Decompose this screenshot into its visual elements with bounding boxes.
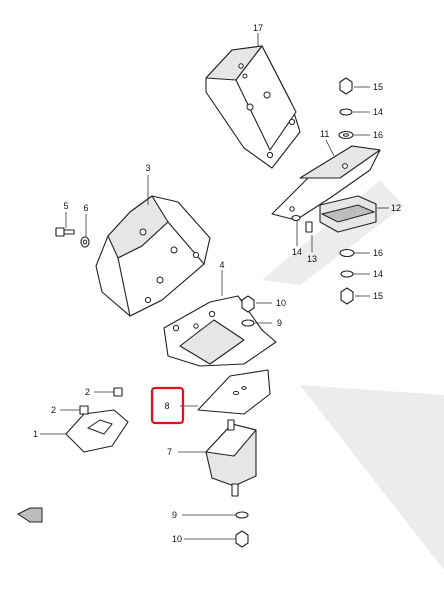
highlighted-callout-part-8[interactable]: 8 — [150, 386, 185, 425]
label-part-9-lower: 9 — [172, 510, 177, 520]
part-8-stopper-plate — [180, 369, 271, 415]
part-2-bolt-lower — [60, 405, 89, 415]
part-15-upper-nut — [339, 77, 370, 95]
label-part-8: 8 — [164, 401, 169, 411]
part-9-upper-washer — [241, 319, 272, 327]
part-14-upper-washer — [339, 108, 370, 116]
part-10-upper-nut — [241, 295, 272, 313]
label-part-7: 7 — [167, 447, 172, 457]
label-part-15-upper: 15 — [373, 82, 383, 92]
label-part-6: 6 — [83, 203, 88, 213]
label-part-10-upper: 10 — [276, 298, 286, 308]
label-part-2-upper: 2 — [85, 387, 90, 397]
part-15-lower-nut — [340, 287, 370, 305]
part-12-rubber-cushion — [319, 195, 389, 233]
front-direction-arrow-icon — [17, 507, 43, 523]
label-part-1: 1 — [33, 429, 38, 439]
part-9-lower-washer — [182, 511, 249, 519]
part-13-bolt — [305, 221, 313, 252]
part-14-lower-washer — [340, 270, 370, 278]
label-part-14-side: 14 — [292, 247, 302, 257]
part-10-lower-nut — [184, 530, 249, 548]
label-part-16-lower: 16 — [373, 248, 383, 258]
label-part-12: 12 — [391, 203, 401, 213]
part-4-lower-bracket — [163, 270, 277, 367]
label-part-13: 13 — [307, 254, 317, 264]
background-watermark — [262, 180, 444, 570]
part-6-washer — [80, 214, 90, 248]
label-part-5: 5 — [63, 201, 68, 211]
part-14-side-washer — [291, 214, 301, 246]
part-7-rubber-mount — [178, 419, 257, 497]
part-1-mount-pad — [40, 409, 129, 453]
label-part-4: 4 — [219, 260, 224, 270]
part-3-engine-bracket — [95, 175, 211, 317]
label-part-10-lower: 10 — [172, 534, 182, 544]
label-part-17: 17 — [253, 23, 263, 33]
label-part-15-lower: 15 — [373, 291, 383, 301]
part-11-mount-plate — [271, 139, 381, 221]
part-16-lower-washer — [339, 248, 370, 258]
label-part-14-upper: 14 — [373, 107, 383, 117]
part-2-bolt-upper — [94, 387, 123, 397]
label-part-11: 11 — [320, 129, 329, 139]
label-part-3: 3 — [145, 163, 150, 173]
label-part-14-lower: 14 — [373, 269, 383, 279]
highlight-box — [150, 386, 185, 425]
label-part-9-upper: 9 — [277, 318, 282, 328]
part-17-upper-bracket — [205, 33, 301, 169]
part-16-upper-washer — [338, 130, 370, 140]
part-5-bolt — [55, 212, 75, 237]
label-part-16-upper: 16 — [373, 130, 383, 140]
label-part-2-lower: 2 — [51, 405, 56, 415]
callout-labels: 17 15 14 16 11 12 14 13 16 14 15 3 5 6 4… — [33, 23, 401, 544]
